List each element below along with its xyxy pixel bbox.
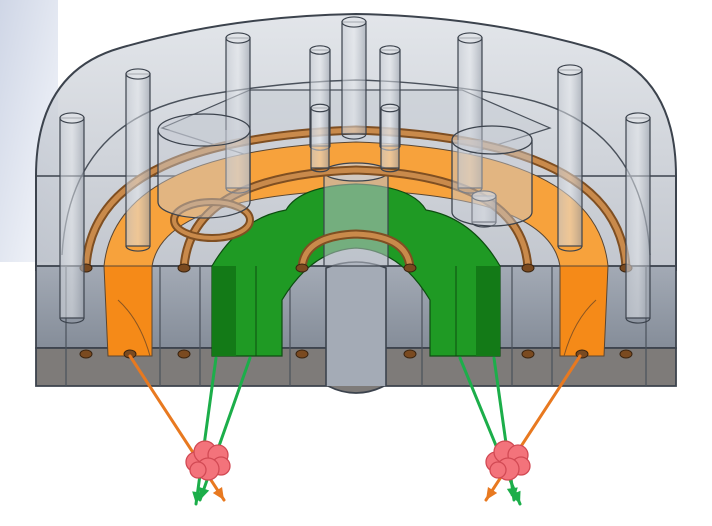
pin-base xyxy=(380,167,400,173)
pin-base xyxy=(625,317,651,324)
pin-cap xyxy=(310,103,330,113)
pin-body xyxy=(125,73,151,247)
green-jet-arrow-shaft xyxy=(194,356,218,506)
tube-dot-upper xyxy=(177,263,191,273)
tube-dot-upper xyxy=(403,263,417,273)
pin-cap xyxy=(309,45,331,55)
pin-cap xyxy=(380,103,400,113)
flame-icon xyxy=(185,440,231,481)
orange-jet-arrow-head xyxy=(486,486,498,500)
center-bore xyxy=(325,261,387,386)
tube-dot-lower xyxy=(619,349,633,359)
tube-dot-upper xyxy=(521,263,535,273)
pin xyxy=(457,32,483,194)
pin-body xyxy=(557,69,583,247)
pin-base xyxy=(457,187,483,194)
pin-cap xyxy=(457,32,483,44)
green-jet-arrow-head xyxy=(198,486,210,500)
left-flame xyxy=(185,440,231,481)
tube-dot-upper xyxy=(295,263,309,273)
left-drum xyxy=(157,130,251,219)
pin-base xyxy=(225,187,251,194)
green-channel-shade-left xyxy=(212,266,236,356)
pin-base xyxy=(310,167,330,173)
pin-cap xyxy=(341,16,367,28)
tube-dot-lower xyxy=(521,349,535,359)
pin-cap xyxy=(471,190,497,202)
tube-dot-lower xyxy=(403,349,417,359)
orange-jet-arrow-head xyxy=(212,486,224,500)
vertical-pin-array xyxy=(59,16,651,324)
pin-cap xyxy=(379,45,401,55)
pin-cap xyxy=(557,64,583,76)
pin-cap xyxy=(225,32,251,44)
pin-body xyxy=(380,107,400,169)
flame-icon xyxy=(485,440,531,481)
pin xyxy=(225,32,251,194)
pin xyxy=(341,16,367,140)
pin-base xyxy=(557,245,583,252)
pin-body xyxy=(59,117,85,319)
pin-cap xyxy=(125,68,151,80)
inner-manifold-chamber xyxy=(323,162,389,267)
pin xyxy=(125,68,151,252)
right-flame xyxy=(485,440,531,481)
pin-base xyxy=(341,133,367,140)
pin-body xyxy=(225,37,251,189)
tube-dot-lower xyxy=(295,349,309,359)
pin xyxy=(557,64,583,252)
pin xyxy=(625,112,651,324)
pin-base xyxy=(125,245,151,252)
flame-puff xyxy=(189,461,207,479)
right-drum xyxy=(451,140,533,227)
green-channel-shade-right xyxy=(476,266,500,356)
green-channel xyxy=(211,183,501,357)
pin-cap xyxy=(59,112,85,124)
pin xyxy=(310,103,330,173)
pin-base xyxy=(59,317,85,324)
pin xyxy=(471,190,497,228)
chamber-body xyxy=(323,172,389,267)
tube-dot-lower xyxy=(79,349,93,359)
pin-body xyxy=(310,107,330,169)
pin xyxy=(380,103,400,173)
orange-right-outlet xyxy=(563,299,597,357)
pin-body xyxy=(457,37,483,189)
orange-left-outlet xyxy=(117,299,151,357)
flame-puff xyxy=(489,461,507,479)
drums xyxy=(157,113,533,227)
pin-cap xyxy=(625,112,651,124)
pin-body xyxy=(625,117,651,319)
pin xyxy=(59,112,85,324)
tube-dot-lower xyxy=(177,349,191,359)
green-jet-arrow-head xyxy=(506,487,518,500)
orange-channel-right-wall xyxy=(559,265,609,357)
pin-body xyxy=(341,21,367,135)
